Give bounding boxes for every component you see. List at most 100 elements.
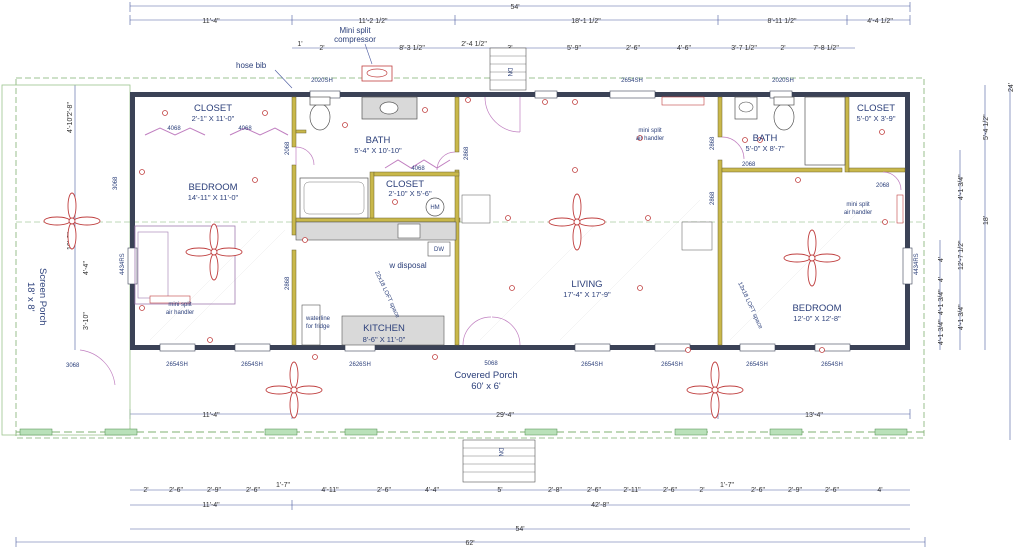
door-code-6: 2868: [464, 146, 470, 160]
bottom-row2-dim-6: 4'-11": [321, 487, 339, 494]
top-dim-3: 18'-1 1/2": [571, 18, 601, 25]
door-code-13: 5068: [484, 361, 498, 367]
window-code-bottom-4: 2654SH: [581, 362, 603, 368]
window-code-side-left: 4434RS: [120, 253, 126, 275]
top-row2-dim-7: 2'-6": [626, 45, 640, 52]
ceiling-fan-living: [548, 193, 606, 251]
right-dim-inner-3: 4'-1 3/4": [958, 304, 965, 330]
stairs: DN DN: [461, 47, 713, 483]
top-row2-dim-3: 8'-3 1/2": [399, 45, 425, 52]
top-dim-2: 11'-2 1/2": [359, 18, 389, 25]
top-row2-dim-9: 3'-7 1/2": [731, 45, 757, 52]
bath-right-name: BATH: [753, 133, 778, 144]
ceiling-fan-screen-porch: [43, 192, 101, 250]
bottom-row2-dim-14: 2': [699, 487, 704, 494]
door-code-11: 3068: [113, 176, 119, 190]
living-name: LIVING: [571, 279, 602, 290]
bottom-row2-dim-2: 2'-6": [169, 487, 183, 494]
bottom-dimension-lines: 11'-4" 29'-4" 13'-4" 2' 2'-6" 2'-9" 2'-6…: [15, 409, 926, 547]
closet-doors: 4068 4068 4068: [144, 126, 451, 172]
electrical-markers: [139, 97, 888, 360]
loft-right-note: 13x18 LOFT space: [736, 281, 763, 330]
bottom-row2-dim-17: 2'-9": [788, 487, 802, 494]
left-dim-5: 3'-10": [83, 312, 90, 330]
mini-split-compressor-note-1: Mini split: [339, 26, 371, 35]
right-dim-mid-1: 5'-4 1/2": [983, 114, 990, 140]
window-code-bottom-2: 2654SH: [241, 362, 263, 368]
air-handler-note-living-2: air handler: [636, 136, 664, 142]
kitchen-fixtures: HM DW: [295, 197, 457, 346]
air-handler-note-right-1: mini split: [846, 202, 870, 208]
waterline-note-1: waterline: [305, 316, 331, 322]
window-code-bottom-7: 2654SH: [821, 362, 843, 368]
mini-split-compressor-unit: [361, 65, 393, 82]
bedroom-right-size: 12'-0" X 12'-8": [793, 314, 841, 323]
ceiling-fan-porch-left: [265, 361, 323, 419]
left-dim-1: 2'-8": [67, 102, 74, 116]
mini-split-air-handlers: [149, 96, 904, 304]
loft-left-note: 22x18 LOFT space: [373, 270, 400, 319]
hm-label: HM: [430, 205, 439, 211]
top-dim-1: 11'-4": [202, 18, 220, 25]
left-dim-4: 4'-4": [83, 261, 90, 275]
door-code-4: 2068: [285, 141, 291, 155]
screen-porch-size: 18' x 8': [25, 282, 36, 312]
bottom-row2-dim-3: 2'-9": [207, 487, 221, 494]
hose-bib-note: hose bib: [236, 61, 267, 70]
bottom-row2-dim-9: 5': [497, 487, 502, 494]
window-code-top-1: 2020SH: [311, 78, 333, 84]
right-dim-inner-2: 4'-1 3/4": [958, 174, 965, 200]
right-dimension-lines: 24' 5'-4 1/2" 18' 12'-7 1/2" 4'-1 3/4" 4…: [938, 83, 1015, 440]
bath-right-size: 5'-0" X 8'-7": [745, 144, 784, 153]
overall-width-bottom: 62': [465, 540, 474, 547]
top-row2-dim-4: 2'-4 1/2": [461, 41, 487, 48]
door-code-12: 3068: [66, 363, 80, 369]
bedroom-left-size: 14'-11" X 11'-0": [188, 193, 239, 202]
door-code-2: 4068: [238, 126, 252, 132]
room-labels: CLOSET 2'-1" X 11'-0" BEDROOM 14'-11" X …: [25, 103, 896, 392]
dw-label: DW: [434, 247, 444, 253]
door-code-10: 2068: [876, 183, 890, 189]
door-code-9: 2068: [742, 162, 756, 168]
ceiling-fan-bedroom-left: [185, 223, 243, 281]
window-code-top-3: 2020SH: [772, 78, 794, 84]
top-row2-dim-2: 2': [319, 45, 324, 52]
door-swings: 2068 2868 2868 2868 2868 2068 2068 3068 …: [66, 96, 902, 386]
bottom-row2-dim-11: 2'-6": [587, 487, 601, 494]
bottom-row2-dim-8: 4'-4": [425, 487, 439, 494]
top-row2-dim-6: 5'-9": [567, 45, 581, 52]
bath-left-fixtures: [299, 96, 418, 219]
overall-width-inner-bottom: 54': [515, 526, 524, 533]
kitchen-name: KITCHEN: [363, 323, 405, 334]
right-dim-small-2: 4': [938, 277, 945, 282]
bottom-row2-dim-13: 2'-6": [663, 487, 677, 494]
closet-center-name: CLOSET: [386, 179, 424, 190]
air-handler-note-right-2: air handler: [844, 210, 872, 216]
door-code-1: 4068: [167, 126, 181, 132]
window-code-bottom-1: 2654SH: [166, 362, 188, 368]
window-code-side-right: 4434RS: [914, 253, 920, 275]
window-code-bottom-6: 2654SH: [746, 362, 768, 368]
bath-left-size: 5'-4" X 10'-10": [354, 146, 402, 155]
top-dimension-lines: 54' 11'-4" 11'-2 1/2" 18'-1 1/2" 8'-11 1…: [129, 2, 911, 52]
ceiling-fan-bedroom-right: [783, 229, 841, 287]
door-code-5: 2868: [285, 276, 291, 290]
interior-partitions: [291, 96, 906, 346]
bottom-row2-dim-19: 4': [877, 487, 882, 494]
exterior-walls: [130, 92, 910, 350]
top-dim-4: 8'-11 1/2": [768, 18, 798, 25]
closet-left-name: CLOSET: [194, 103, 232, 114]
bottom-dim-1: 11'-4": [202, 412, 220, 419]
overall-width-top: 54': [510, 4, 519, 11]
bottom-row3-dim-2: 42'-8": [591, 502, 609, 509]
disposal-note: w disposal: [388, 261, 427, 270]
bottom-row2-dim-1: 2': [143, 487, 148, 494]
dn-label-top: DN: [506, 68, 512, 77]
mini-split-compressor-note-2: compressor: [334, 35, 376, 44]
kitchen-size: 8'-6" X 11'-0": [363, 335, 406, 344]
top-row2-dim-1: 1': [297, 41, 302, 48]
right-dim-small-1: 4': [938, 257, 945, 262]
ceiling-fan-porch-right: [686, 361, 744, 419]
door-code-8: 2868: [710, 191, 716, 205]
